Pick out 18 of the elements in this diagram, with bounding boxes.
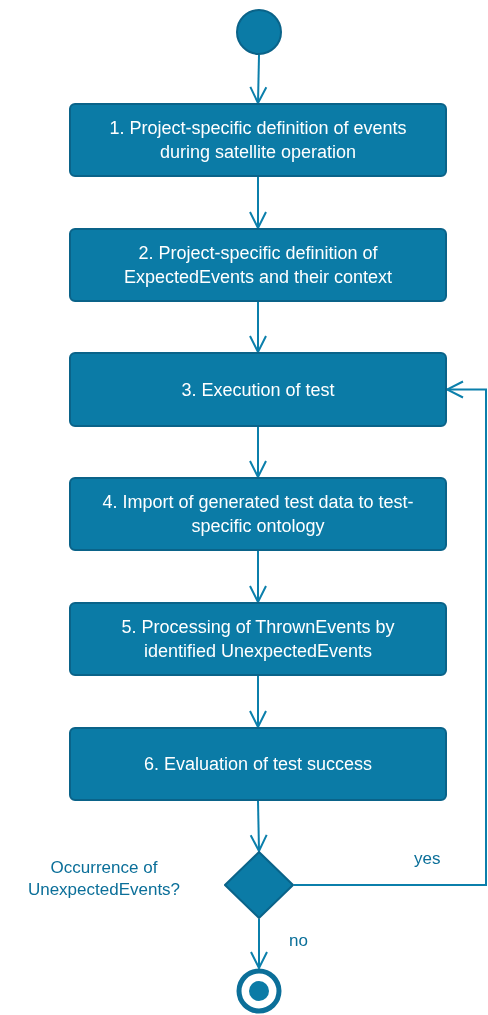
arrow	[249, 800, 268, 852]
process-box: 4. Import of generated test data to test-specific ontology	[69, 477, 447, 551]
arrow	[249, 301, 267, 353]
arrow	[249, 426, 267, 478]
start-node	[236, 9, 282, 55]
arrow	[250, 918, 268, 969]
arrow	[249, 54, 268, 104]
arrow	[249, 675, 267, 728]
decision-diamond	[224, 851, 294, 919]
process-box: 3. Execution of test	[69, 352, 447, 427]
process-box: 1. Project-specific definition of events during satellite operation	[69, 103, 447, 177]
end-node	[236, 968, 282, 1014]
process-box: 2. Project-specific definition of ExpectedEvents and their context	[69, 228, 447, 302]
arrow	[293, 380, 487, 886]
process-box: 5. Processing of ThrownEvents by identified UnexpectedEvents	[69, 602, 447, 676]
process-box: 6. Evaluation of test success	[69, 727, 447, 801]
arrow	[249, 176, 267, 229]
arrow	[249, 550, 267, 603]
